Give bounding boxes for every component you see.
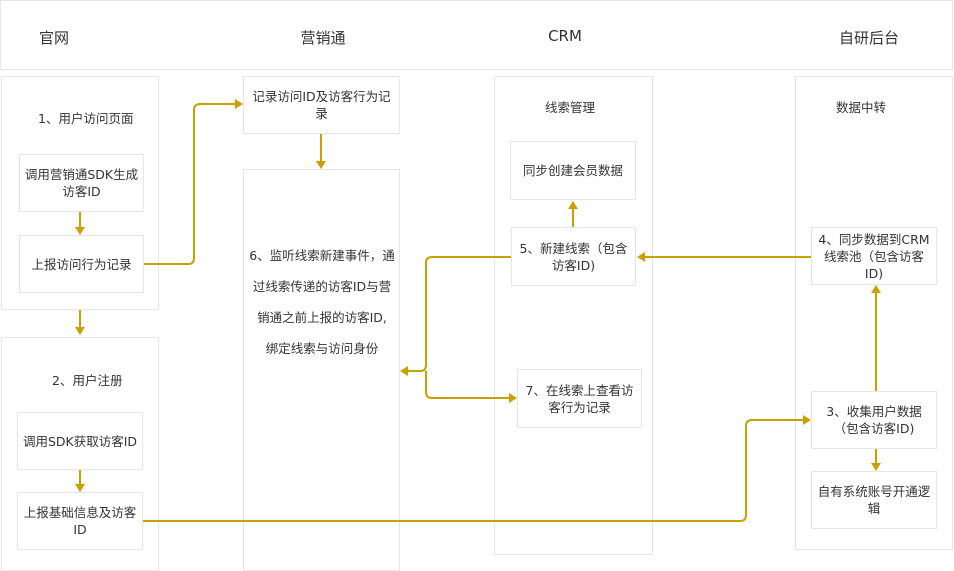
step1-label: 1、用户访问页面 [38, 111, 134, 126]
lead-management-label: 线索管理 [545, 100, 596, 115]
arrowhead-1 [75, 227, 85, 235]
record-visit-box[interactable]: 记录访问ID及访客行为记录 [243, 76, 400, 134]
data-relay-label: 数据中转 [836, 100, 887, 115]
arrow-report-to-record [144, 103, 235, 265]
listen-line-3: 销通之前上报的访客ID, [257, 310, 387, 325]
listen-line-4: 绑定线索与访问身份 [265, 341, 379, 356]
arrowhead-5 [316, 161, 326, 169]
step2-label: 2、用户注册 [52, 373, 123, 388]
lane-title-crm: CRM [548, 27, 582, 45]
arrowhead-4 [235, 99, 243, 109]
listen-line-1: 6、监听线索新建事件，通 [249, 248, 395, 263]
arrowhead-9 [568, 201, 578, 209]
sdk-get-box[interactable]: 调用SDK获取访客ID [17, 412, 143, 470]
listen-event-text: 6、监听线索新建事件，通 过线索传递的访客ID与营 销通之前上报的访客ID, 绑… [244, 240, 400, 364]
lane-header: 官网 营销通 CRM 自研后台 [0, 0, 953, 70]
arrowhead-6 [637, 252, 645, 262]
arrow-listen-to-view [425, 371, 509, 399]
arrowhead-2 [75, 327, 85, 335]
sdk-generate-box[interactable]: 调用营销通SDK生成访客ID [19, 154, 144, 212]
arrowhead-11 [871, 463, 881, 471]
sync-member-box[interactable]: 同步创建会员数据 [510, 141, 636, 200]
new-lead-box[interactable]: 5、新建线索（包含访客ID) [511, 227, 636, 286]
arrowhead-10 [871, 285, 881, 293]
lane-title-backend: 自研后台 [838, 29, 900, 47]
report-basic-box[interactable]: 上报基础信息及访客ID [17, 492, 143, 550]
arrow-newlead-to-listen [408, 256, 511, 372]
arrow-basic-to-collect [143, 419, 803, 522]
lane-title-marketing: 营销通 [300, 29, 346, 47]
arrowhead-7 [400, 366, 408, 376]
arrowhead-3 [75, 484, 85, 492]
report-visit-box[interactable]: 上报访问行为记录 [19, 235, 144, 293]
arrowhead-8 [509, 393, 517, 403]
sync-crm-box[interactable]: 4、同步数据到CRM线索池（包含访客ID) [811, 227, 937, 285]
listen-line-2: 过线索传递的访客ID与营 [252, 279, 392, 294]
lane-title-official-site: 官网 [38, 29, 70, 47]
account-logic-box[interactable]: 自有系统账号开通逻辑 [811, 471, 937, 529]
listen-event-panel[interactable] [243, 169, 400, 571]
view-records-box[interactable]: 7、在线索上查看访客行为记录 [517, 369, 642, 428]
arrowhead-12 [803, 415, 811, 425]
collect-data-box[interactable]: 3、收集用户数据（包含访客ID) [811, 391, 937, 449]
